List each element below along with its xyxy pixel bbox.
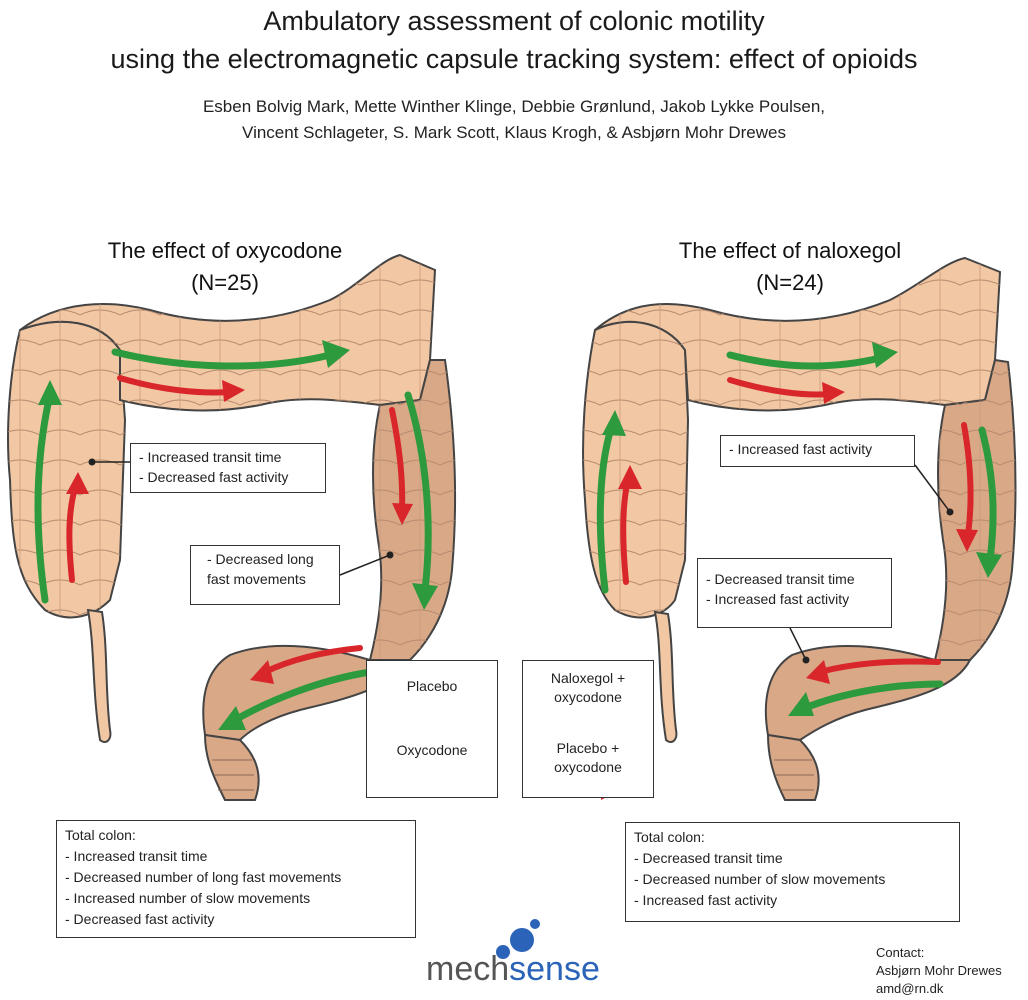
logo-dot-small <box>530 919 540 929</box>
right-arrows <box>596 342 1002 716</box>
left-pointer-descending <box>339 554 391 576</box>
right-callout-descending: - Increased fast activity <box>720 435 915 467</box>
right-appendix <box>653 610 678 743</box>
right-red-arrow-transverse <box>727 377 833 398</box>
authors-line-1: Esben Bolvig Mark, Mette Winther Klinge,… <box>202 97 826 116</box>
left-green-arrow-transverse <box>111 348 334 370</box>
right-green-arrow-transverse <box>726 351 884 370</box>
summary-line: - Increased transit time <box>65 848 208 864</box>
summary-line: - Decreased number of long fast movement… <box>65 869 342 885</box>
title-line-2: using the electromagnetic capsule tracki… <box>110 44 918 74</box>
right-pointer-descending <box>914 464 951 513</box>
left-callout-ascending: - Increased transit time - Decreased fas… <box>130 443 326 493</box>
summary-line: - Decreased number of slow movements <box>634 871 886 887</box>
right-pointer-dot-rectosigmoid <box>802 656 810 664</box>
title-line-1: Ambulatory assessment of colonic motilit… <box>263 6 765 36</box>
callout-line: - Increased transit time <box>139 449 282 465</box>
right-red-arrow-sigmoid <box>817 658 941 675</box>
legend-right-red-label-1: Placebo + <box>556 740 620 756</box>
left-panel-title: The effect of oxycodone <box>107 238 343 263</box>
right-summary-box: Total colon: - Decreased transit time - … <box>625 822 960 922</box>
logo-text-part2: sense <box>509 950 600 988</box>
callout-line: - Increased fast activity <box>729 441 873 457</box>
left-summary-box: Total colon: - Increased transit time - … <box>56 820 416 938</box>
left-green-arrow-descending <box>404 391 432 594</box>
right-green-arrow-ascending <box>596 421 616 594</box>
right-green-arrow-descending <box>978 426 997 564</box>
left-red-arrow-descending <box>389 407 406 513</box>
left-red-arrow-transverse <box>117 375 233 396</box>
right-panel-n: (N=24) <box>756 270 824 295</box>
contact-name: Asbjørn Mohr Drewes <box>876 963 1002 978</box>
legend-left-red-label: Oxycodone <box>396 742 468 758</box>
callout-line: - Decreased fast activity <box>139 469 289 485</box>
legend-left-green-label: Placebo <box>406 678 458 694</box>
right-pointer-dot-descending <box>946 508 954 516</box>
right-red-arrow-descending <box>961 422 974 538</box>
legend-right-green-label-2: oxycodone <box>554 689 622 705</box>
callout-line: - Decreased long <box>207 551 314 567</box>
right-panel-title: The effect of naloxegol <box>678 238 902 263</box>
contact-email: amd@rn.dk <box>876 981 944 996</box>
left-callout-descending: - Decreased long fast movements <box>190 545 340 605</box>
summary-line: Total colon: <box>65 827 136 843</box>
summary-line: - Decreased transit time <box>634 850 783 866</box>
left-panel-n: (N=25) <box>191 270 259 295</box>
left-pointer-dot-descending <box>386 551 394 559</box>
summary-line: - Increased fast activity <box>634 892 778 908</box>
summary-line: Total colon: <box>634 829 705 845</box>
left-green-arrow-sigmoid <box>231 668 374 724</box>
contact-heading: Contact: <box>876 945 925 960</box>
logo-text-part1: mech <box>426 950 510 988</box>
callout-line: - Increased fast activity <box>706 591 850 607</box>
left-green-arrow-ascending <box>34 391 54 604</box>
legend-right: Naloxegol + oxycodone Placebo + oxycodon… <box>522 660 654 798</box>
right-pointer-rectosigmoid <box>789 627 807 661</box>
summary-line: - Increased number of slow movements <box>65 890 311 906</box>
legend-right-red-label-2: oxycodone <box>554 759 622 775</box>
left-rectum <box>203 733 260 801</box>
right-rectum <box>766 733 820 801</box>
logo-dot-medium <box>496 945 510 959</box>
summary-line: - Decreased fast activity <box>65 911 215 927</box>
callout-line: fast movements <box>207 571 306 587</box>
logo-dot-large <box>510 928 534 952</box>
left-arrows <box>34 340 438 730</box>
callout-line: - Decreased transit time <box>706 571 855 587</box>
left-red-arrow-sigmoid <box>262 645 363 675</box>
right-green-arrow-sigmoid <box>801 680 944 712</box>
right-callout-rectosigmoid: - Decreased transit time - Increased fas… <box>697 558 892 628</box>
authors-line-2: Vincent Schlageter, S. Mark Scott, Klaus… <box>242 123 786 142</box>
legend-right-green-label-1: Naloxegol + <box>550 670 626 686</box>
legend-left: Placebo Oxycodone <box>366 660 498 798</box>
mechsense-logo: mechsense <box>426 950 600 989</box>
left-colon <box>7 253 457 801</box>
contact-block: Contact: Asbjørn Mohr Drewes amd@rn.dk <box>876 944 1002 998</box>
left-appendix <box>86 608 112 743</box>
left-pointer-dot-ascending <box>88 458 96 466</box>
